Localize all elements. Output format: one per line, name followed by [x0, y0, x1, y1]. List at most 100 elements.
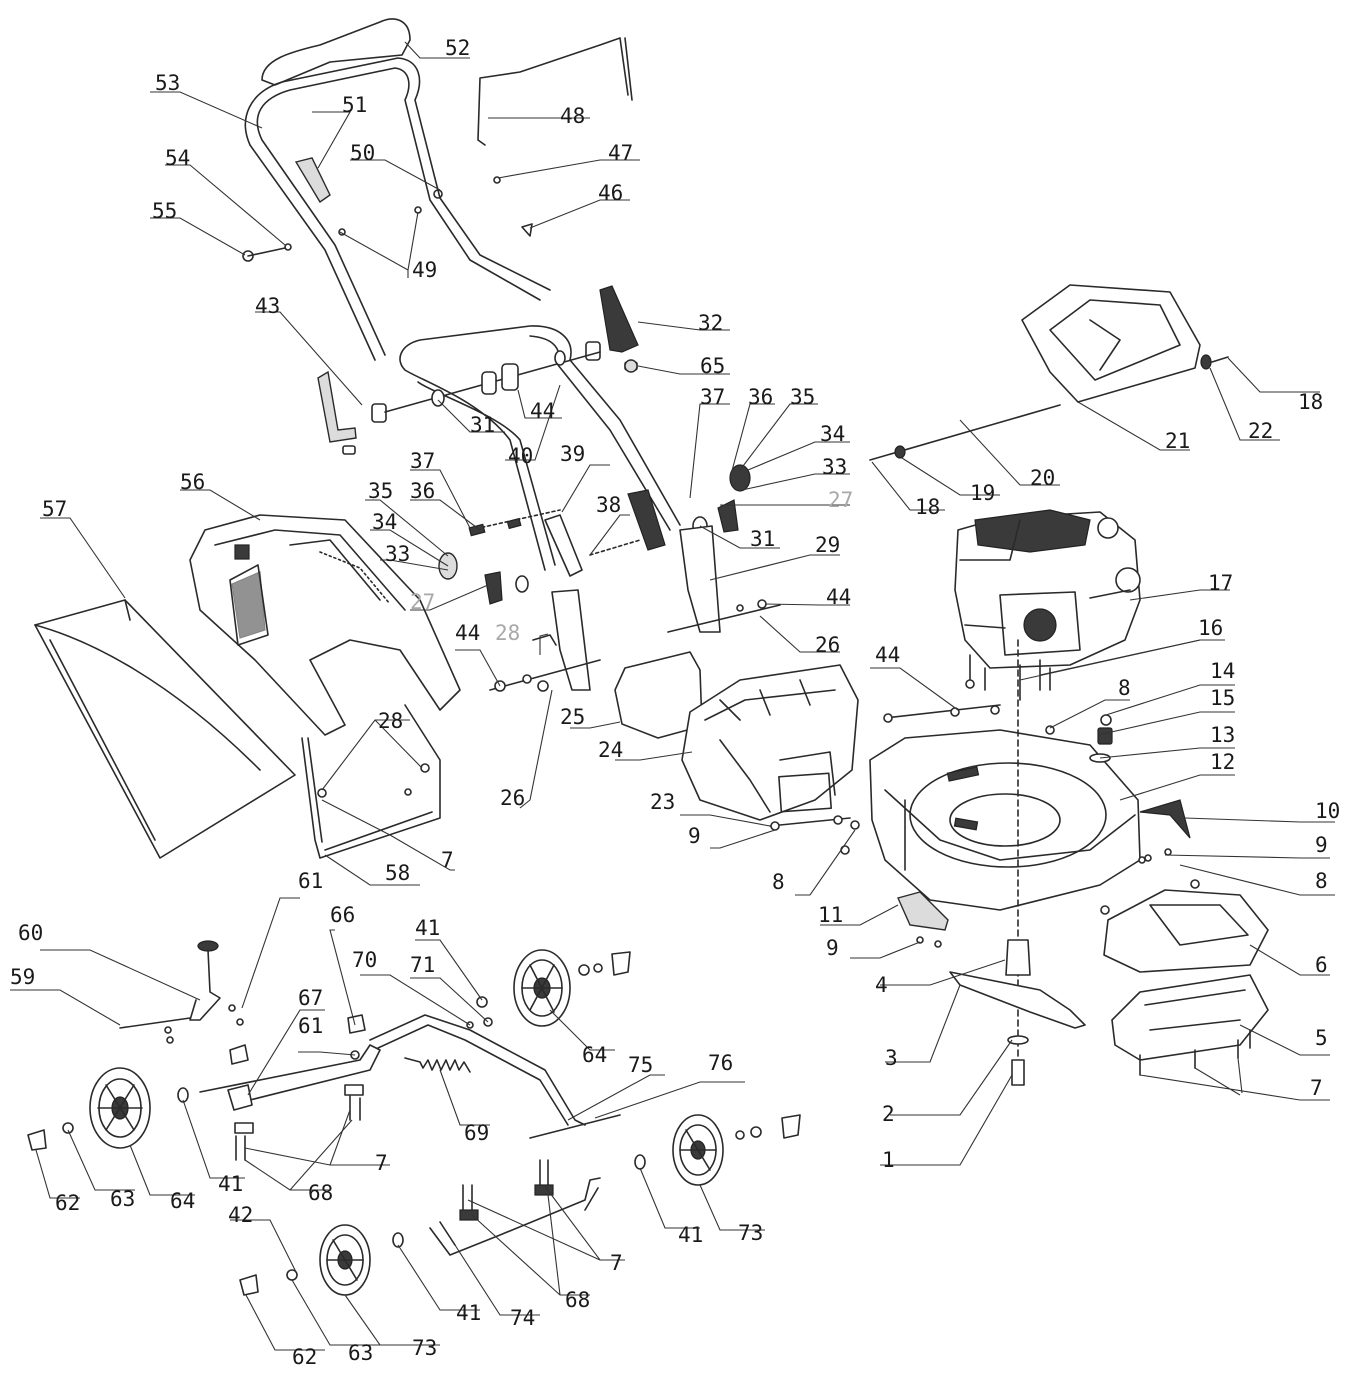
callout-73-right: 73 — [738, 1221, 763, 1245]
catcher-lid-part — [189, 514, 461, 736]
part-drawings — [27, 18, 1269, 1296]
callout-3: 3 — [885, 1046, 898, 1070]
callout-61-lower: 61 — [298, 1014, 323, 1038]
callout-7-frame: 7 — [441, 848, 454, 872]
catcher-frame-part — [301, 704, 441, 859]
callout-43: 43 — [255, 294, 280, 318]
height-adjust-left — [438, 509, 591, 691]
callout-68-upper: 68 — [308, 1181, 333, 1205]
callout-1: 1 — [882, 1148, 895, 1172]
callout-4: 4 — [875, 973, 888, 997]
engine-part — [954, 509, 1141, 691]
callout-12: 12 — [1210, 750, 1235, 774]
callout-41-upper: 41 — [415, 916, 440, 940]
callout-56: 56 — [180, 470, 205, 494]
front-axle-part — [199, 1014, 381, 1111]
bottom-plate-part — [1111, 974, 1269, 1076]
callout-24: 24 — [598, 738, 623, 762]
callout-2: 2 — [882, 1102, 895, 1126]
callout-44-deck: 44 — [875, 643, 900, 667]
callout-70: 70 — [352, 948, 377, 972]
callout-14: 14 — [1210, 659, 1235, 683]
wheel-73-right — [634, 1114, 801, 1186]
callout-28-lower: 28 — [378, 709, 403, 733]
callout-36-left: 36 — [410, 479, 435, 503]
callout-61-upper: 61 — [298, 869, 323, 893]
blade-washer-part — [1007, 1035, 1029, 1045]
callout-18-right: 18 — [1298, 390, 1323, 414]
callout-39: 39 — [560, 442, 585, 466]
callout-9-rear: 9 — [688, 824, 701, 848]
right-handle-knob — [585, 285, 639, 371]
callout-76: 76 — [708, 1051, 733, 1075]
lever-fasteners-59 — [119, 1004, 244, 1044]
rear-flap-part — [614, 651, 703, 739]
callout-labels: 52 53 48 51 54 50 47 46 55 49 43 32 65 3… — [10, 36, 1340, 1369]
callout-27-right: 27 — [828, 488, 853, 512]
callout-6: 6 — [1315, 953, 1328, 977]
baffle-10-part — [1139, 799, 1191, 839]
callout-35-left: 35 — [368, 479, 393, 503]
top-grip-part — [261, 18, 411, 86]
callout-32: 32 — [698, 311, 723, 335]
mower-deck-part — [869, 729, 1141, 911]
callout-8-right: 8 — [1315, 869, 1328, 893]
callout-54: 54 — [165, 146, 190, 170]
callout-74: 74 — [510, 1306, 535, 1330]
callout-9-right: 9 — [1315, 833, 1328, 857]
callout-15: 15 — [1210, 686, 1235, 710]
callout-9-lower: 9 — [826, 936, 839, 960]
callout-5: 5 — [1315, 1026, 1328, 1050]
callout-59: 59 — [10, 965, 35, 989]
frame-fasteners-28 — [317, 763, 430, 798]
callout-40: 40 — [508, 444, 533, 468]
callout-65: 65 — [700, 354, 725, 378]
callout-25: 25 — [560, 705, 585, 729]
callout-55: 55 — [152, 199, 177, 223]
callout-62-left: 62 — [55, 1191, 80, 1215]
handle-bolts — [242, 176, 533, 262]
lower-handle-part — [399, 325, 681, 571]
callout-71: 71 — [410, 953, 435, 977]
callout-62-lower: 62 — [292, 1345, 317, 1369]
callout-44-lower: 44 — [455, 621, 480, 645]
callout-11: 11 — [818, 903, 843, 927]
spring-part — [404, 1057, 471, 1073]
wheel-73-left — [239, 1224, 404, 1296]
baffle-11-part — [897, 891, 949, 931]
callout-41-right: 41 — [678, 1223, 703, 1247]
callout-7-right: 7 — [1310, 1076, 1323, 1100]
callout-42: 42 — [228, 1203, 253, 1227]
callout-31-upper: 31 — [470, 413, 495, 437]
callout-26-lower: 26 — [500, 786, 525, 810]
callout-34-left: 34 — [372, 510, 397, 534]
callout-21: 21 — [1165, 429, 1190, 453]
axle-fasteners-70-71 — [466, 996, 493, 1029]
callout-58: 58 — [385, 861, 410, 885]
callout-57: 57 — [42, 497, 67, 521]
blade-bolt-part — [1011, 1059, 1025, 1086]
door-rod-20 — [869, 404, 1061, 461]
baffle-screws-9 — [916, 854, 1152, 948]
callout-17: 17 — [1208, 571, 1233, 595]
upper-handle-part — [244, 57, 551, 361]
callout-10: 10 — [1315, 799, 1340, 823]
blade-adapter-part — [1005, 939, 1031, 976]
callout-23: 23 — [650, 790, 675, 814]
door-spring-22 — [1200, 354, 1229, 370]
callout-22: 22 — [1248, 419, 1273, 443]
callout-68-lower: 68 — [565, 1288, 590, 1312]
lower-axle-part — [429, 1177, 601, 1256]
callout-67: 67 — [298, 986, 323, 1010]
callout-64-upper: 64 — [582, 1043, 607, 1067]
callout-7-front: 7 — [375, 1151, 388, 1175]
callout-7-lower: 7 — [610, 1251, 623, 1275]
bail-lever-part — [477, 37, 633, 146]
front-cover-part — [1100, 879, 1269, 973]
deck-bolts-8 — [840, 704, 1172, 864]
callout-18-left: 18 — [915, 495, 940, 519]
grass-catcher-part — [34, 599, 296, 859]
callout-44-upper: 44 — [530, 399, 555, 423]
callout-33-left: 33 — [385, 542, 410, 566]
callout-8-upper: 8 — [1118, 676, 1131, 700]
